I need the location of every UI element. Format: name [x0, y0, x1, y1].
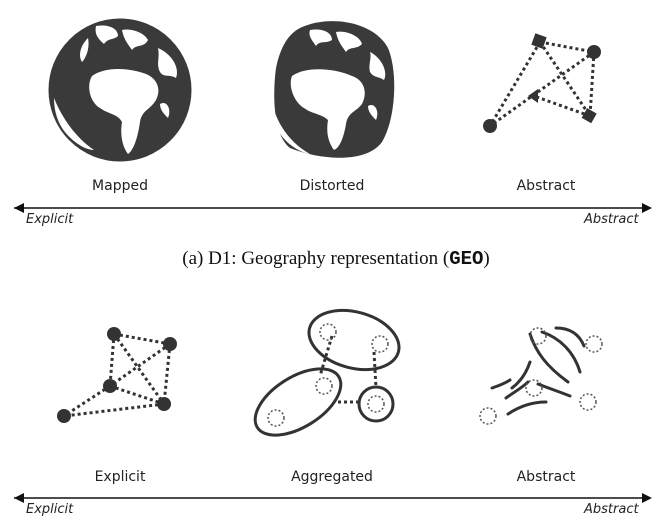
abstract-network-icon	[483, 33, 601, 133]
panel-b-label-abstract: Abstract	[516, 469, 576, 485]
panel-b-axis-right-label: Abstract	[584, 502, 639, 517]
panel-b-label-explicit: Explicit	[94, 469, 146, 485]
caption-suffix: )	[483, 248, 490, 269]
panel-a-caption: (a) D1: Geography representation (GEO)	[0, 248, 672, 270]
caption-code: GEO	[449, 248, 484, 270]
panel-a-label-distorted: Distorted	[299, 178, 365, 194]
caption-prefix: (a) D1: Geography representation (	[182, 248, 450, 269]
panel-a-axis-left-label: Explicit	[26, 212, 74, 227]
panel-a-axis-right-label: Abstract	[584, 212, 639, 227]
abstract-flows-icon	[479, 326, 603, 425]
panel-b-axis-left-label: Explicit	[26, 502, 74, 517]
panel-a-label-abstract: Abstract	[516, 178, 576, 194]
explicit-network-icon	[57, 327, 177, 423]
panel-b-label-aggregated: Aggregated	[291, 469, 373, 485]
aggregated-clusters-icon	[253, 308, 401, 437]
panel-a-axis-arrow	[14, 203, 652, 213]
distorted-globe-icon	[273, 21, 395, 158]
panel-b-axis-arrow	[14, 493, 652, 503]
mapped-globe-icon	[48, 18, 192, 162]
panel-a-label-mapped: Mapped	[92, 178, 148, 194]
